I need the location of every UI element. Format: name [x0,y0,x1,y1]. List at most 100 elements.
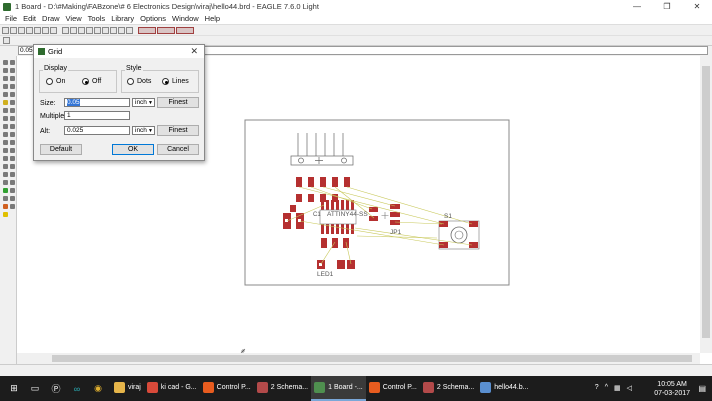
show-icon[interactable] [10,60,15,65]
redo-icon[interactable] [110,26,117,34]
chevron-up-icon[interactable]: ^ [604,384,608,391]
vertical-scrollbar[interactable] [700,56,712,353]
order-pcb-icon[interactable] [138,26,156,34]
menu-library[interactable]: Library [111,14,135,23]
menu-draw[interactable]: Draw [42,14,60,23]
mark-icon[interactable] [10,68,15,73]
multiple-input[interactable]: 1 [64,111,130,120]
network-icon[interactable]: ▦ [613,385,621,392]
via-icon[interactable] [3,180,8,185]
taskbar-app-control-panel-1[interactable]: Control P... [200,376,254,401]
copy-icon[interactable] [10,76,15,81]
info-icon[interactable] [3,60,8,65]
search-order-icon[interactable] [176,26,194,34]
hole-icon[interactable] [10,180,15,185]
design-link-icon[interactable] [157,26,175,34]
clock[interactable]: 10:05 AM 07-03-2017 [654,380,690,398]
drc-icon[interactable] [3,204,8,209]
windows-start-icon[interactable]: ⊞ [10,383,18,393]
taskbar-app-hello44[interactable]: hello44.b... [477,376,531,401]
taskbar-app-board[interactable]: 1 Board -... [311,376,366,401]
replace-icon[interactable] [3,116,8,121]
add-icon[interactable] [3,108,8,113]
group-icon[interactable] [3,92,8,97]
minimize-button[interactable]: — [633,2,641,11]
menu-help[interactable]: Help [204,14,221,23]
style-lines-radio[interactable]: Lines [162,78,189,85]
split-icon[interactable] [3,140,8,145]
errors-icon[interactable] [10,204,15,209]
name-icon[interactable] [3,124,8,129]
zoom-out-icon[interactable] [78,26,85,34]
wire-icon[interactable] [3,156,8,161]
cancel-button[interactable]: Cancel [157,144,199,155]
maximize-button[interactable]: ❐ [663,2,671,11]
size-input[interactable]: 0.05 [64,98,130,107]
taskbar-app-schematic-2[interactable]: 2 Schema... [420,376,477,401]
help-icon[interactable]: ? [594,384,599,391]
menu-window[interactable]: Window [171,14,199,23]
taskbar-app-control-panel-2[interactable]: Control P... [366,376,420,401]
close-button[interactable]: ✕ [693,2,701,11]
size-finest-button[interactable]: Finest [157,97,199,108]
size-unit-select[interactable]: inch▼ [132,98,155,107]
value-icon[interactable] [10,124,15,129]
auto-icon[interactable] [10,188,15,193]
stop-icon[interactable] [118,26,125,34]
task-view-icon[interactable]: ▭ [30,383,40,393]
optimize-icon[interactable] [10,140,15,145]
display-off-radio[interactable]: Off [82,78,101,85]
volume-icon[interactable]: ◁ [626,385,632,392]
menu-options[interactable]: Options [140,14,166,23]
ok-button[interactable]: OK [112,144,154,155]
go-icon[interactable] [126,26,133,34]
display-on-radio-circle[interactable] [46,78,53,85]
style-dots-radio-circle[interactable] [127,78,134,85]
move-icon[interactable] [3,76,8,81]
display-on-radio[interactable]: On [46,78,65,85]
style-dots-radio[interactable]: Dots [127,78,151,85]
horizontal-scroll-thumb[interactable] [52,355,692,362]
delete-icon[interactable] [10,100,15,105]
dialog-close-button[interactable]: ✕ [190,46,198,56]
save-icon[interactable] [10,26,17,34]
menu-tools[interactable]: Tools [87,14,106,23]
rotate-icon[interactable] [10,84,15,89]
smash-icon[interactable] [3,132,8,137]
run-icon[interactable] [50,26,57,34]
text-icon[interactable] [10,156,15,161]
paste-icon[interactable] [3,100,8,105]
rect-icon[interactable] [3,172,8,177]
app-pinned-icon[interactable]: Ⓟ [51,384,61,394]
pinswap-icon[interactable] [10,108,15,113]
notification-icon[interactable]: ▤ [698,384,706,393]
taskbar-app-kicad[interactable]: ki cad - G... [144,376,200,401]
open-icon[interactable] [2,26,9,34]
layer-icon[interactable] [3,37,10,44]
taskbar-app-viraj[interactable]: viraj [111,376,144,401]
mirror-icon[interactable] [3,84,8,89]
polygon-icon[interactable] [10,172,15,177]
zoom-in-icon[interactable] [70,26,77,34]
zoom-fit-icon[interactable] [62,26,69,34]
style-lines-radio-circle[interactable] [162,78,169,85]
alt-unit-select[interactable]: inch▼ [132,126,155,135]
miter-icon[interactable] [10,132,15,137]
attribute-icon[interactable] [3,196,8,201]
undo-icon[interactable] [102,26,109,34]
horizontal-scrollbar[interactable] [17,353,700,364]
ripup-icon[interactable] [10,148,15,153]
print-icon[interactable] [18,26,25,34]
alt-finest-button[interactable]: Finest [157,125,199,136]
arduino-icon[interactable]: ∞ [73,383,81,394]
warning-icon[interactable] [3,212,8,217]
dimension-icon[interactable] [10,196,15,201]
lock-icon[interactable] [10,116,15,121]
alt-input[interactable]: 0.025 [64,126,130,135]
ratsnest-icon[interactable] [3,188,8,193]
display-icon[interactable] [3,68,8,73]
redraw-icon[interactable] [86,26,93,34]
menu-file[interactable]: File [5,14,18,23]
arc-icon[interactable] [10,164,15,169]
zoom-select-icon[interactable] [94,26,101,34]
